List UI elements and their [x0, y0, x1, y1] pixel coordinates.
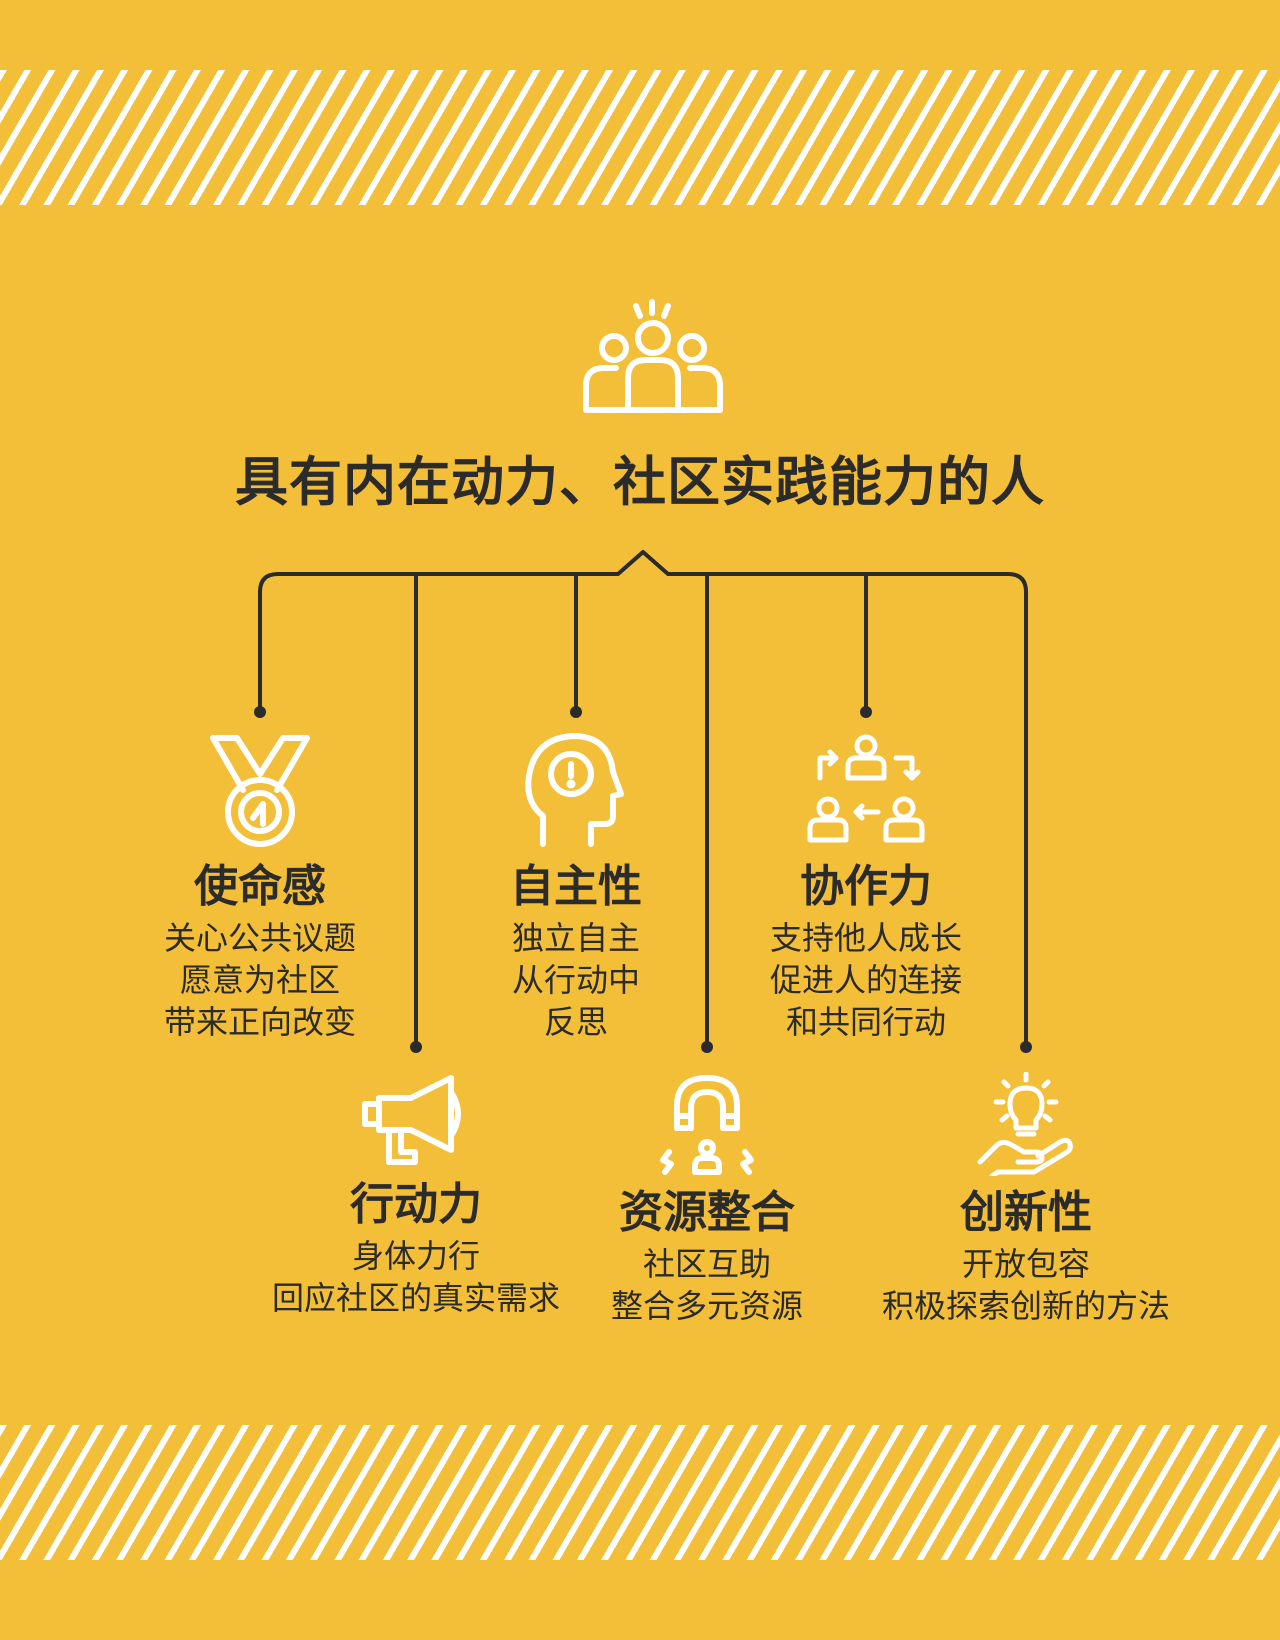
desc-line: 整合多元资源 — [610, 1286, 803, 1325]
group-people-icon — [583, 299, 723, 413]
node-resources: 资源整合 社区互助 整合多元资源 — [537, 1072, 877, 1327]
bracket-line — [258, 550, 1028, 1047]
top-stripe-band — [0, 70, 1280, 205]
desc-line: 身体力行 — [351, 1236, 480, 1275]
node-dot-resources — [701, 1041, 713, 1053]
node-autonomy-name: 自主性 — [510, 861, 642, 912]
node-mission: 使命感 关心公共议题 愿意为社区 带来正向改变 — [90, 732, 430, 1043]
node-dot-innovation — [1020, 1041, 1032, 1053]
desc-line: 反思 — [543, 1002, 608, 1041]
desc-line: 积极探索创新的方法 — [881, 1286, 1170, 1325]
desc-line: 回应社区的真实需求 — [271, 1278, 560, 1317]
node-autonomy-desc: 独立自主 从行动中 反思 — [406, 917, 746, 1043]
desc-line: 独立自主 — [511, 918, 640, 957]
desc-line: 社区互助 — [642, 1244, 771, 1283]
lightbulb-hand-icon — [977, 1072, 1073, 1176]
bottom-stripe-band — [0, 1425, 1280, 1560]
desc-line: 从行动中 — [511, 960, 640, 999]
desc-line: 关心公共议题 — [163, 918, 356, 957]
desc-line: 支持他人成长 — [769, 918, 962, 957]
node-dot-mission — [254, 706, 266, 718]
desc-line: 和共同行动 — [785, 1002, 946, 1041]
node-dot-collaboration — [860, 706, 872, 718]
medal-icon — [210, 735, 310, 847]
node-innovation: 创新性 开放包容 积极探索创新的方法 — [856, 1072, 1196, 1327]
megaphone-icon — [362, 1075, 461, 1165]
node-innovation-desc: 开放包容 积极探索创新的方法 — [856, 1243, 1196, 1327]
node-mission-desc: 关心公共议题 愿意为社区 带来正向改变 — [90, 917, 430, 1043]
desc-line: 愿意为社区 — [179, 960, 340, 999]
node-resources-name: 资源整合 — [619, 1187, 795, 1238]
node-mission-name: 使命感 — [194, 861, 326, 912]
people-exchange-icon — [807, 734, 925, 843]
node-collaboration-name: 协作力 — [800, 861, 932, 912]
node-collaboration-desc: 支持他人成长 促进人的连接 和共同行动 — [696, 917, 1036, 1043]
node-action-desc: 身体力行 回应社区的真实需求 — [246, 1235, 586, 1319]
node-dot-autonomy — [570, 706, 582, 718]
node-action: 行动力 身体力行 回应社区的真实需求 — [246, 1072, 586, 1319]
node-action-name: 行动力 — [350, 1179, 482, 1230]
node-collaboration: 协作力 支持他人成长 促进人的连接 和共同行动 — [696, 732, 1036, 1043]
node-dot-action — [410, 1041, 422, 1053]
diagram-title: 具有内在动力、社区实践能力的人 — [235, 452, 1045, 513]
desc-line: 促进人的连接 — [769, 960, 962, 999]
magnet-person-icon — [660, 1075, 754, 1175]
node-innovation-name: 创新性 — [960, 1187, 1092, 1238]
node-resources-desc: 社区互助 整合多元资源 — [537, 1243, 877, 1327]
head-exclamation-icon — [525, 733, 624, 847]
desc-line: 带来正向改变 — [163, 1002, 356, 1041]
desc-line: 开放包容 — [961, 1244, 1090, 1283]
node-autonomy: 自主性 独立自主 从行动中 反思 — [406, 732, 746, 1043]
